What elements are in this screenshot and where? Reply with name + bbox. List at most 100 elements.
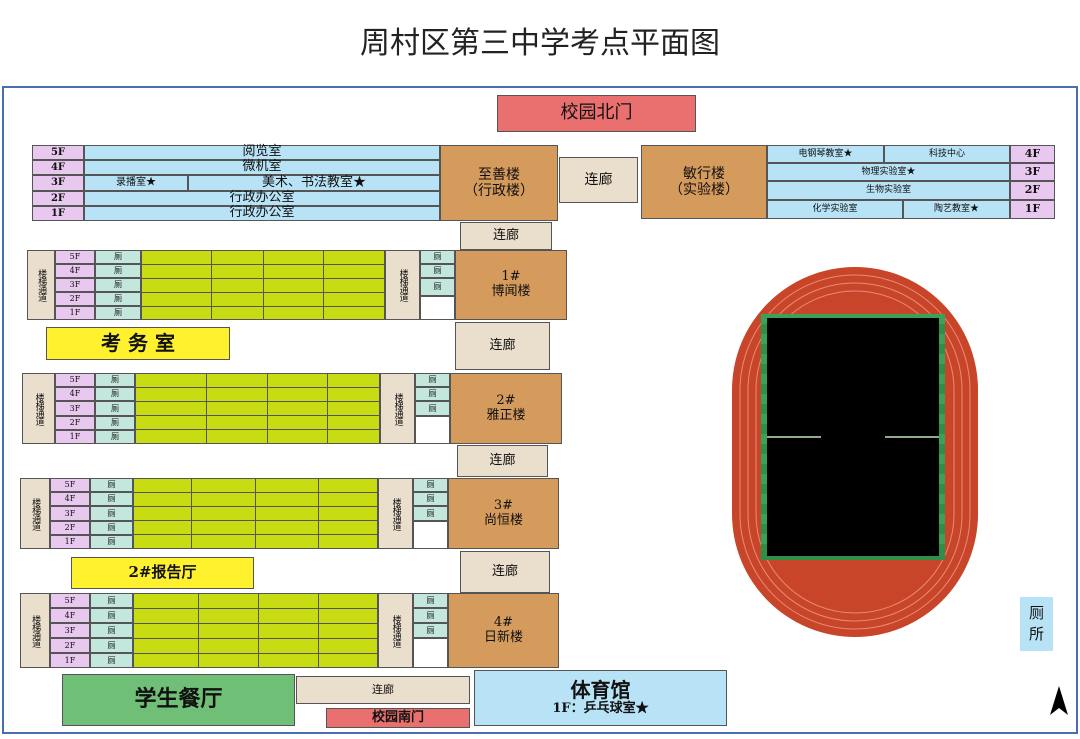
floor-label: 1F (50, 653, 90, 668)
stairwell: 楼梯通道 (378, 478, 413, 549)
building-name: 敏行楼 (683, 165, 725, 182)
classroom-grid (141, 250, 385, 320)
corridor-1: 连廊 (460, 222, 552, 250)
classroom-grid (135, 373, 380, 444)
floor-label: 1F (32, 206, 84, 221)
floor-label: 5F (55, 250, 95, 264)
room-office-2f: 行政办公室 (84, 190, 440, 206)
toilet: 厕 (413, 593, 448, 608)
toilet: 厕 (90, 653, 133, 668)
stairwell: 楼梯通道 (385, 250, 420, 320)
gym-name: 体育馆 (570, 678, 631, 703)
toilet: 厕 (95, 306, 141, 320)
toilet: 厕 (415, 387, 450, 401)
floor-label: 3F (32, 175, 84, 191)
building-name: 至善楼 (478, 166, 520, 183)
floor-label: 4F (32, 160, 84, 175)
floor-label: 5F (32, 145, 84, 160)
corridor-bottom: 连廊 (296, 676, 470, 704)
building-number: 1# (501, 269, 521, 285)
floor-label: 5F (50, 593, 90, 608)
restroom-label: 厕所 (1028, 604, 1044, 643)
map-frame (2, 86, 1078, 734)
stairwell: 楼梯通道 (380, 373, 415, 444)
classroom-grid (133, 593, 378, 668)
minxing-building: 敏行楼 （实验楼） (641, 145, 767, 219)
corridor-3: 连廊 (457, 445, 548, 477)
floor-label: 2F (55, 292, 95, 306)
south-gate: 校园南门 (326, 708, 470, 728)
floor-label: 1F (55, 430, 95, 444)
room-physics: 物理实验室★ (767, 163, 1010, 181)
floor-label: 2F (50, 521, 90, 535)
corridor-top: 连廊 (559, 157, 638, 203)
toilet: 厕 (95, 430, 135, 444)
building-2: 2# 雅正楼 (450, 373, 562, 444)
north-arrow-icon (1050, 686, 1068, 715)
stairwell: 楼梯通道 (22, 373, 55, 444)
building-1: 1# 博闻楼 (455, 250, 567, 320)
toilet: 厕 (90, 638, 133, 653)
floor-label: 2F (55, 416, 95, 430)
corridor-4: 连廊 (460, 551, 550, 593)
toilet: 厕 (90, 492, 133, 506)
floor-label: 3F (50, 623, 90, 638)
building-name: 雅正楼 (486, 407, 526, 423)
building-number: 3# (493, 497, 514, 513)
toilet: 厕 (415, 373, 450, 387)
track-lane (755, 290, 955, 614)
toilet: 厕 (413, 492, 448, 506)
toilet: 厕 (90, 608, 133, 623)
sports-field (732, 267, 978, 637)
building-number: 4# (493, 614, 514, 630)
room-tech: 科技中心 (884, 145, 1010, 163)
toilet: 厕 (413, 506, 448, 521)
floor-label: 3F (55, 401, 95, 416)
blank-cell (415, 416, 450, 444)
building-name: 尚恒楼 (483, 512, 523, 528)
restroom: 厕所 (1020, 597, 1053, 651)
toilet: 厕 (90, 593, 133, 608)
room-computer: 微机室 (84, 159, 440, 175)
floor-label: 4F (55, 387, 95, 401)
toilet: 厕 (420, 250, 455, 264)
building-number: 2# (496, 392, 516, 408)
room-piano: 电钢琴教室★ (767, 145, 884, 163)
toilet: 厕 (90, 535, 133, 549)
gymnasium: 体育馆 1F：乒乓球室★ (474, 670, 727, 726)
floor-label: 4F (1010, 145, 1055, 163)
toilet: 厕 (95, 373, 135, 387)
room-art: 美术、书法教室★ (188, 175, 440, 191)
stairwell: 楼梯通道 (20, 593, 50, 668)
toilet: 厕 (95, 264, 141, 278)
blank-cell (413, 638, 448, 668)
floor-label: 4F (50, 492, 90, 506)
floor-label: 3F (55, 278, 95, 292)
north-gate: 校园北门 (497, 95, 696, 132)
floor-label: 2F (1010, 181, 1055, 200)
toilet: 厕 (413, 478, 448, 492)
building-sub: （行政楼） (464, 183, 534, 199)
corridor-2: 连廊 (455, 322, 550, 370)
toilet: 厕 (90, 506, 133, 521)
exam-office: 考 务 室 (46, 327, 230, 360)
room-chemistry: 化学实验室 (767, 200, 903, 219)
floor-label: 5F (50, 478, 90, 492)
toilet: 厕 (95, 250, 141, 264)
floor-label: 3F (50, 506, 90, 521)
building-3: 3# 尚恒楼 (448, 478, 559, 549)
stairwell: 楼梯通道 (378, 593, 413, 668)
stairwell: 楼梯通道 (20, 478, 50, 549)
toilet: 厕 (95, 278, 141, 292)
toilet: 厕 (90, 521, 133, 535)
track-lane (739, 274, 971, 630)
floor-label: 4F (55, 264, 95, 278)
building-sub: （实验楼） (669, 182, 739, 198)
floor-label: 1F (1010, 200, 1055, 219)
zhishan-building: 至善楼 （行政楼） (440, 145, 558, 221)
toilet: 厕 (420, 264, 455, 278)
floor-label: 2F (50, 638, 90, 653)
toilet: 厕 (95, 416, 135, 430)
room-pottery: 陶艺教室★ (903, 200, 1010, 219)
toilet: 厕 (415, 401, 450, 416)
